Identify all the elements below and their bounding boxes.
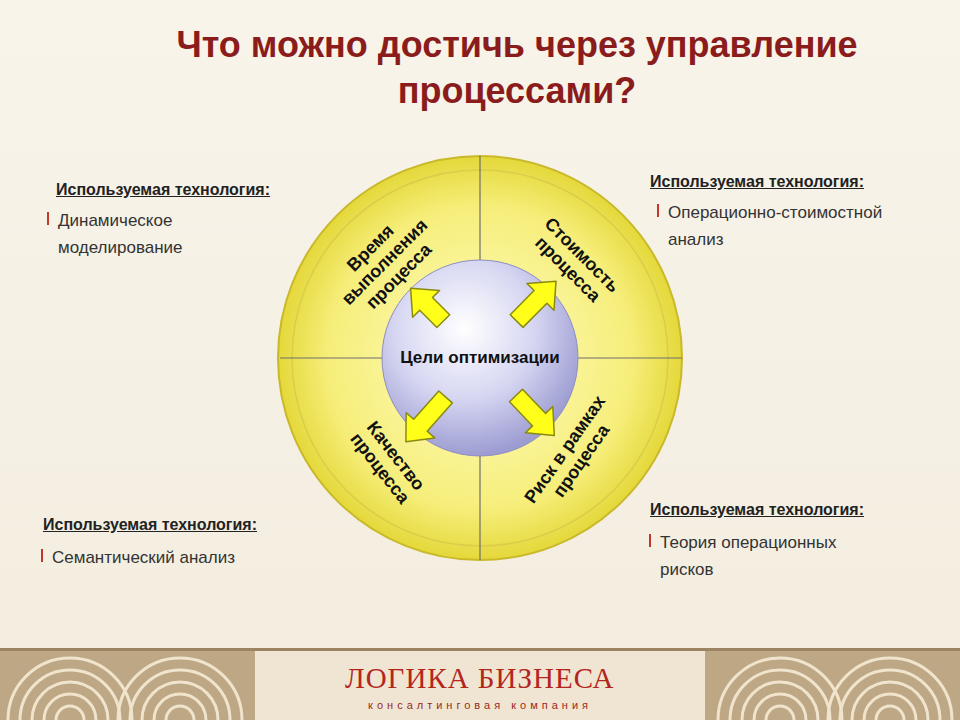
- ornament-arc: [730, 670, 830, 720]
- ornament-arc: [44, 694, 96, 720]
- bullet-marker: [657, 204, 659, 217]
- footer-band: [0, 648, 960, 720]
- ornament-arc: [876, 706, 904, 720]
- ornament-arc: [864, 694, 916, 720]
- ornament-arc: [828, 658, 952, 720]
- ornament-arc: [8, 658, 132, 720]
- ornament-arc: [718, 658, 842, 720]
- outer-circle: [278, 156, 682, 560]
- bullet-marker: [47, 212, 49, 225]
- footer-edge: [0, 648, 960, 651]
- footer-panel: [255, 651, 705, 720]
- block-arrow: [510, 281, 556, 327]
- ornament-arc: [20, 670, 120, 720]
- bullet-text: Динамическое моделирование: [58, 207, 233, 261]
- block-arrow: [406, 391, 452, 442]
- ornament-arc: [742, 682, 818, 720]
- ornament-arc: [166, 706, 194, 720]
- bullet-text: Теория операционных рисков: [660, 529, 865, 583]
- ornament-arc: [766, 706, 794, 720]
- ornament-arc: [852, 682, 928, 720]
- bullet-text: Операционно-стоимостной анализ: [668, 199, 913, 253]
- ornament-arc: [154, 694, 206, 720]
- footer-ornament: [8, 658, 952, 720]
- node-text: Цели оптимизации: [400, 348, 560, 368]
- block-arrow: [510, 389, 555, 435]
- section-heading: Используемая технология:: [43, 515, 257, 535]
- bullet-marker: [649, 534, 651, 547]
- ornament-arc: [840, 670, 940, 720]
- section-heading: Используемая технология:: [650, 172, 864, 192]
- footer-text: ЛОГИКА БИЗНЕСА: [345, 662, 614, 694]
- ornament-arc: [754, 694, 806, 720]
- section-heading: Используемая технология:: [650, 500, 864, 520]
- ornament-arc: [32, 682, 108, 720]
- ornament-arc: [130, 670, 230, 720]
- ornament-arc: [56, 706, 84, 720]
- ornament-arc: [118, 658, 242, 720]
- center-circle: Цели оптимизации: [382, 260, 578, 456]
- footer-text: консалтинговая компания: [368, 698, 592, 712]
- bullet-marker: [41, 549, 43, 562]
- section-heading: Используемая технология:: [56, 180, 270, 200]
- bullet-text: Семантический анализ: [52, 544, 292, 571]
- block-arrow: [411, 288, 450, 327]
- title: Что можно достичь через управление проце…: [117, 22, 917, 114]
- ornament-arc: [142, 682, 218, 720]
- center-sphere: [382, 260, 578, 456]
